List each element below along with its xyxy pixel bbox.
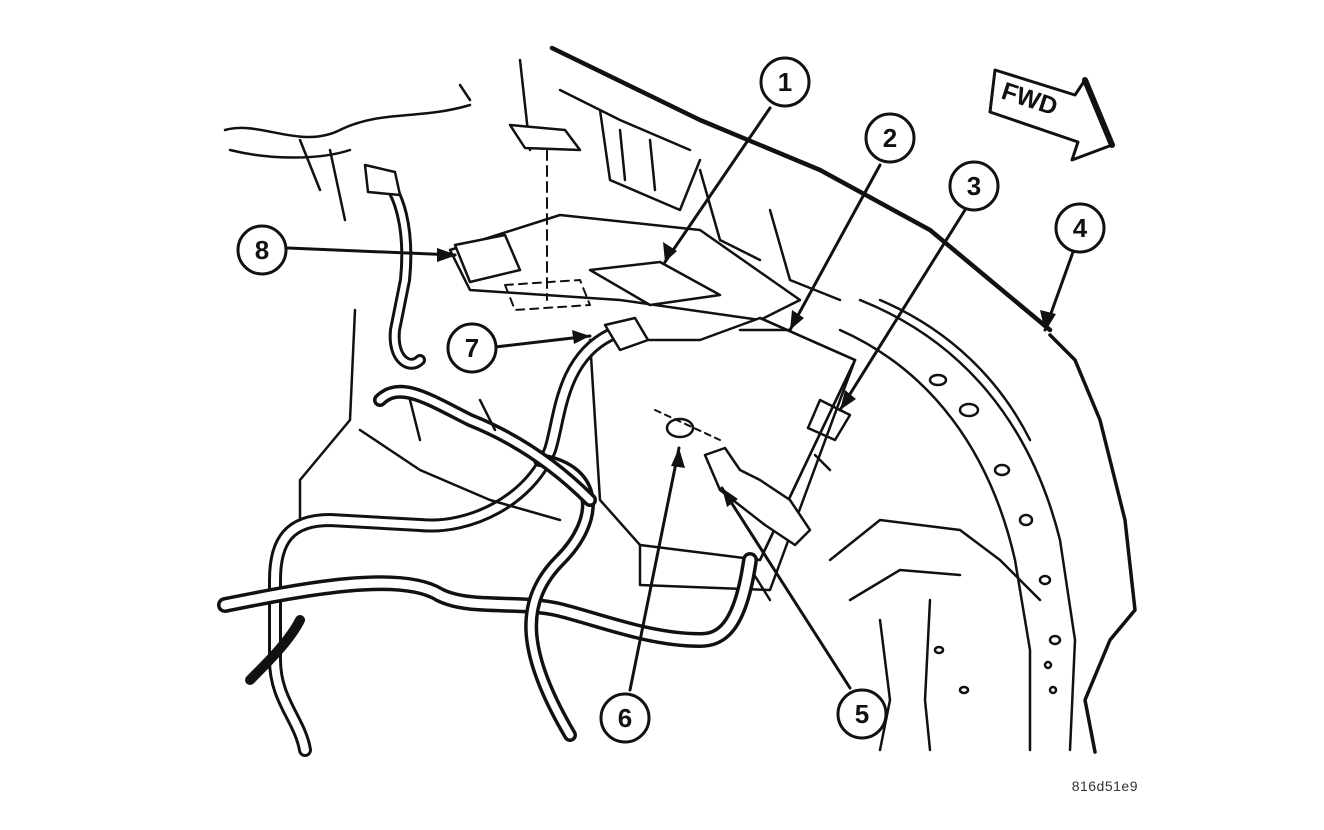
upper-harness bbox=[223, 103, 472, 139]
fender-panel bbox=[1048, 333, 1137, 754]
arrowhead-3 bbox=[840, 390, 856, 410]
arrowhead-6 bbox=[671, 448, 685, 468]
harness-branch bbox=[524, 453, 595, 742]
arrowhead-7 bbox=[572, 330, 590, 344]
leader-2 bbox=[788, 163, 882, 332]
arrowhead-8 bbox=[437, 248, 457, 262]
cowl-plate bbox=[508, 123, 582, 152]
leader-1 bbox=[663, 106, 772, 264]
negative-terminal bbox=[453, 233, 522, 284]
apron-rail bbox=[878, 298, 1032, 442]
fwd-arrow-shadow bbox=[1082, 77, 1115, 148]
callout-5-circle bbox=[836, 688, 888, 740]
battery-tray-pad bbox=[588, 260, 722, 307]
callout-6-circle bbox=[599, 692, 651, 744]
lower-frame bbox=[828, 518, 1042, 752]
figure-id: 816d51e9 bbox=[1071, 778, 1138, 794]
callout-4-label: 4 bbox=[1073, 213, 1088, 243]
arrowhead-4 bbox=[1040, 310, 1056, 332]
battery-case bbox=[588, 316, 857, 562]
leader-5 bbox=[720, 486, 852, 690]
callout-7-label: 7 bbox=[465, 333, 479, 363]
frame-holes bbox=[933, 645, 1058, 695]
fender-holes bbox=[928, 373, 1062, 646]
callout-5-label: 5 bbox=[855, 699, 869, 729]
harness-loop-inner bbox=[376, 388, 594, 504]
callout-1-label: 1 bbox=[778, 67, 792, 97]
leader-6 bbox=[628, 446, 681, 692]
cowl-bracket bbox=[518, 58, 842, 302]
callout-8-circle bbox=[236, 224, 288, 276]
callout-3-circle bbox=[948, 160, 1000, 212]
callout-3-label: 3 bbox=[967, 171, 981, 201]
nut-centerline bbox=[654, 409, 721, 441]
harness-left-drop bbox=[245, 615, 305, 685]
callout-6-label: 6 bbox=[618, 703, 632, 733]
leader-arrowheads bbox=[437, 242, 1056, 507]
leader-3 bbox=[838, 208, 967, 412]
battery-tray bbox=[448, 213, 802, 322]
cowl-top-edge bbox=[549, 45, 1053, 333]
arrowhead-5 bbox=[722, 488, 738, 507]
hold-down-clamp bbox=[703, 446, 812, 547]
positive-terminal bbox=[603, 316, 650, 352]
thermal-guard-nut bbox=[665, 417, 695, 439]
negative-connector bbox=[363, 163, 402, 197]
positive-cable-inner bbox=[271, 331, 614, 754]
tray-dash bbox=[504, 279, 591, 311]
fwd-arrow-icon bbox=[988, 68, 1114, 162]
leader-8 bbox=[286, 246, 457, 257]
arrowhead-1 bbox=[663, 242, 677, 262]
callout-4-circle bbox=[1054, 202, 1106, 254]
battery-side bbox=[638, 358, 857, 592]
callout-7-circle bbox=[446, 322, 498, 374]
callout-2-circle bbox=[864, 112, 916, 164]
main-wiring-harness-inner bbox=[220, 555, 755, 645]
callout-2-label: 2 bbox=[883, 123, 897, 153]
callout-1-circle bbox=[759, 56, 811, 108]
callout-balloons bbox=[236, 56, 1106, 744]
arrowhead-2 bbox=[790, 310, 804, 330]
fender-inner-arc bbox=[858, 298, 1077, 752]
leader-lines bbox=[286, 106, 1075, 692]
left-structure bbox=[298, 308, 562, 522]
callout-8-label: 8 bbox=[255, 235, 269, 265]
upper-harness-2 bbox=[228, 83, 472, 222]
